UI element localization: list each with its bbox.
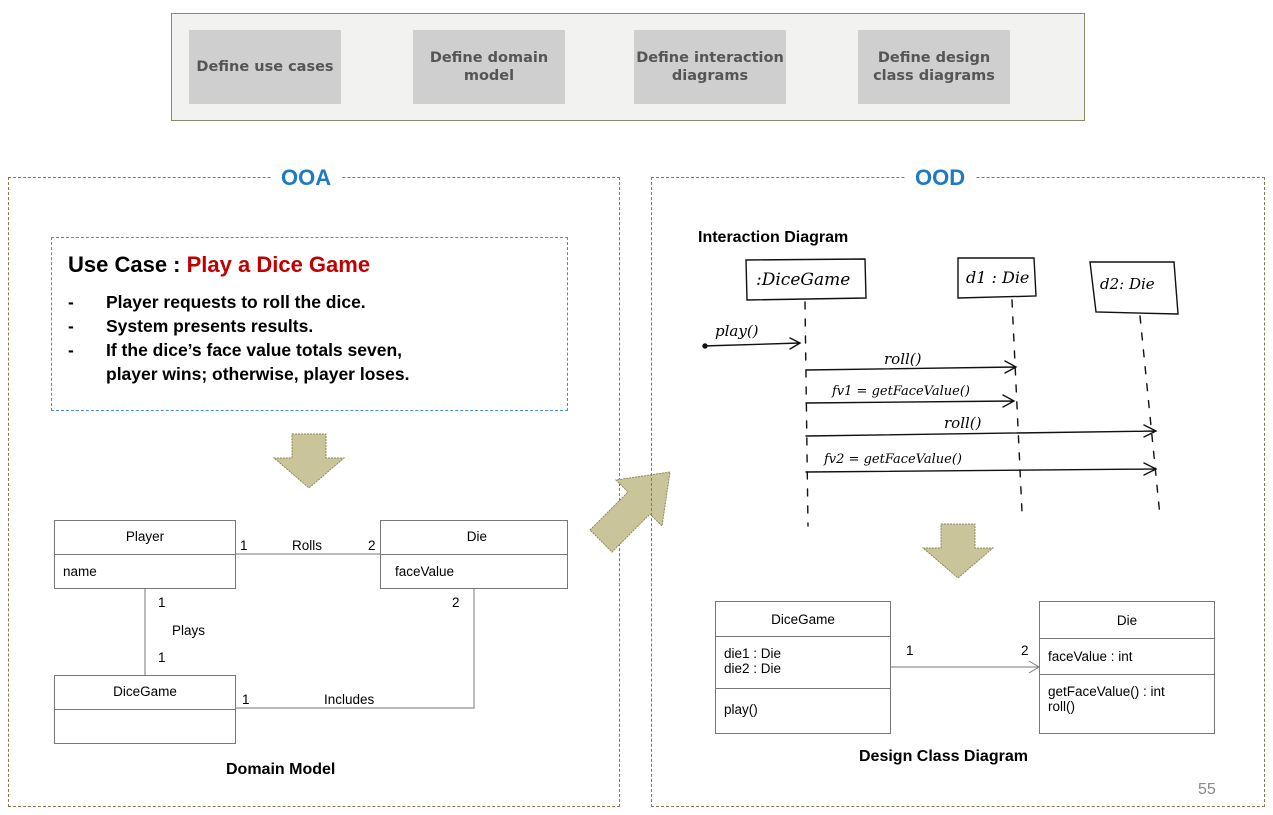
includes-mult-2: 2 xyxy=(452,595,460,610)
design-dicegame-attr: die2 : Die xyxy=(724,661,782,676)
includes-line xyxy=(236,589,475,709)
ooa-panel: OOA xyxy=(8,165,620,807)
use-case-name: Play a Dice Game xyxy=(186,252,371,277)
die-class-name: Die xyxy=(381,521,567,555)
use-case-title: Use Case : Play a Dice Game xyxy=(68,252,370,278)
die-class: Die faceValue xyxy=(380,520,568,589)
lifeline-dicegame xyxy=(804,301,809,527)
design-assoc-mult-2: 2 xyxy=(1021,643,1029,658)
design-die-ops: getFaceValue() : int roll() xyxy=(1040,675,1214,733)
design-dicegame-attr: die1 : Die xyxy=(724,646,782,661)
process-step-interaction-diagrams: Define interaction diagrams xyxy=(634,30,786,104)
use-case-steps: Player requests to roll the dice. System… xyxy=(68,290,409,386)
ood-title: OOD xyxy=(905,165,976,191)
message-label-play: play() xyxy=(715,322,759,340)
message-label-getfacevalue-1: fv1 = getFaceValue() xyxy=(832,384,970,399)
message-getfacevalue-1 xyxy=(805,394,1016,408)
lifeline-label-d2: d2: Die xyxy=(1100,275,1155,293)
interaction-diagram-caption: Interaction Diagram xyxy=(698,229,849,246)
rolls-mult-1: 1 xyxy=(240,538,248,553)
process-step-domain-model: Define domain model xyxy=(413,30,565,104)
player-class-attr: name xyxy=(63,564,97,579)
use-case-step: System presents results. xyxy=(68,314,409,338)
rolls-label: Rolls xyxy=(292,538,323,553)
lifeline-d2 xyxy=(1139,315,1161,517)
use-case-step: If the dice’s face value totals seven, xyxy=(68,338,409,362)
design-dicegame-name: DiceGame xyxy=(716,602,890,637)
design-dicegame-attrs: die1 : Die die2 : Die xyxy=(716,637,890,689)
domain-model-caption: Domain Model xyxy=(226,761,336,778)
message-label-roll-1: roll() xyxy=(884,350,922,368)
lifeline-box-d2 xyxy=(1089,261,1179,315)
lifeline-box-d1 xyxy=(957,257,1037,299)
includes-mult-1: 1 xyxy=(242,692,250,707)
includes-label: Includes xyxy=(324,692,375,707)
lifeline-d1 xyxy=(1011,299,1023,513)
lifeline-box-dicegame xyxy=(745,258,867,301)
message-label-roll-2: roll() xyxy=(944,414,982,432)
down-arrow-icon xyxy=(921,523,995,579)
design-die-op: getFaceValue() : int xyxy=(1048,684,1165,699)
lifeline-label-d1: d1 : Die xyxy=(966,268,1030,287)
use-case-box: Use Case : Play a Dice Game Player reque… xyxy=(51,237,568,411)
plays-mult-2: 1 xyxy=(158,650,166,665)
diagonal-arrow-icon xyxy=(589,471,671,553)
process-strip: Define use cases Define domain model Def… xyxy=(171,13,1085,121)
rolls-mult-2: 2 xyxy=(368,538,376,553)
lifeline-label-dicegame: :DiceGame xyxy=(756,270,851,290)
ood-panel: OOD xyxy=(651,165,1265,807)
process-step-use-cases: Define use cases xyxy=(189,30,341,104)
message-roll-2 xyxy=(805,424,1158,438)
plays-label: Plays xyxy=(172,623,206,638)
page-number: 55 xyxy=(1198,781,1216,798)
dicegame-class: DiceGame xyxy=(54,675,236,744)
use-case-step-continued: player wins; otherwise, player loses. xyxy=(106,364,410,384)
use-case-step: Player requests to roll the dice. xyxy=(68,290,409,314)
design-assoc-mult-1: 1 xyxy=(906,643,914,658)
design-die-attr: faceValue : int xyxy=(1040,639,1214,675)
plays-mult-1: 1 xyxy=(158,595,166,610)
design-die-op: roll() xyxy=(1048,699,1075,714)
player-class: Player name xyxy=(54,520,236,589)
message-label-getfacevalue-2: fv2 = getFaceValue() xyxy=(824,452,962,467)
down-arrow-icon xyxy=(272,433,346,489)
process-step-design-class-diagrams: Define design class diagrams xyxy=(858,30,1010,104)
use-case-prefix: Use Case : xyxy=(68,252,187,277)
player-class-name: Player xyxy=(55,521,235,555)
design-die-name: Die xyxy=(1040,602,1214,639)
design-die-class: Die faceValue : int getFaceValue() : int… xyxy=(1039,601,1215,734)
message-roll-1 xyxy=(805,360,1018,374)
dicegame-class-name: DiceGame xyxy=(55,676,235,710)
message-play xyxy=(702,337,802,350)
design-dicegame-class: DiceGame die1 : Die die2 : Die play() xyxy=(715,601,891,734)
message-getfacevalue-2 xyxy=(805,462,1158,476)
die-class-attr: faceValue xyxy=(395,564,455,579)
ooa-title: OOA xyxy=(271,165,342,191)
design-dicegame-op: play() xyxy=(724,702,758,717)
design-class-diagram-caption: Design Class Diagram xyxy=(859,748,1028,765)
